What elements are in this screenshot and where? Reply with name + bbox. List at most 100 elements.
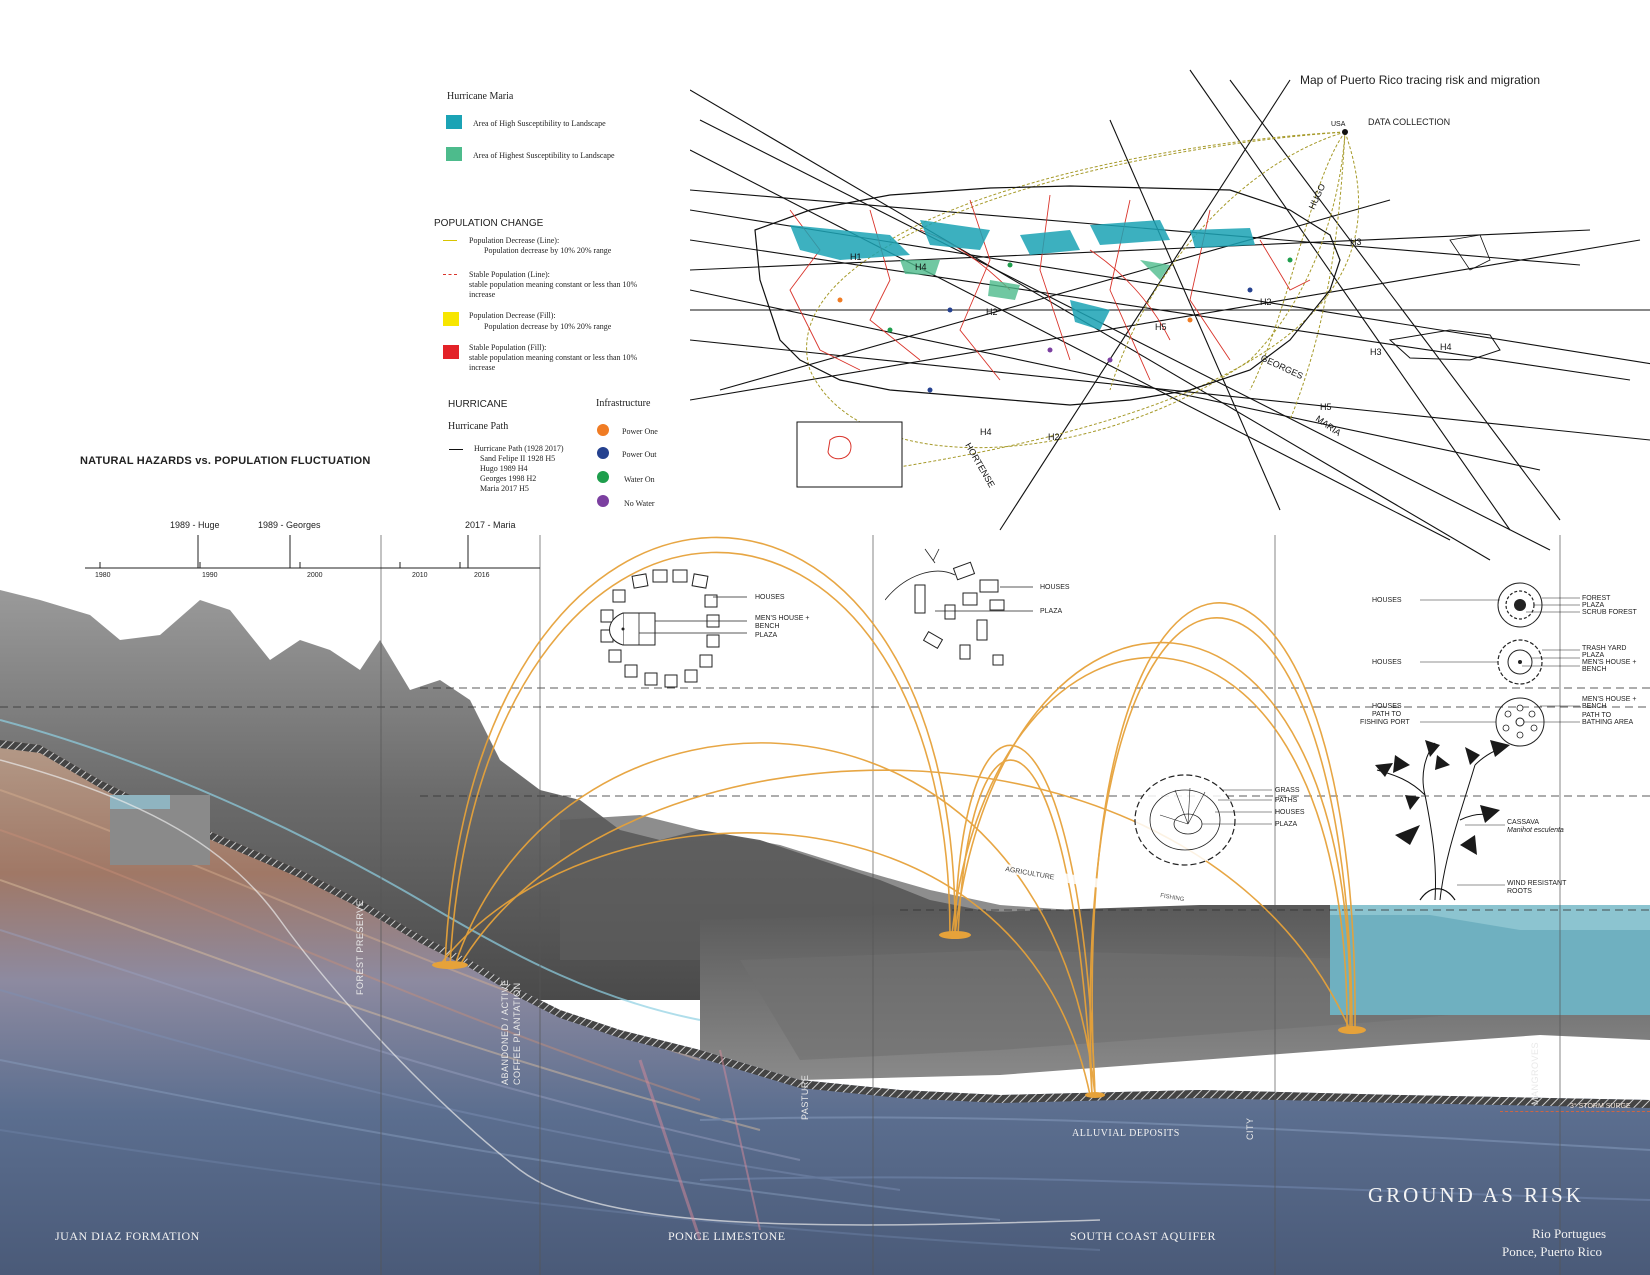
village3-left: PATH TO	[1372, 711, 1402, 718]
pop-line-red-icon	[443, 274, 457, 275]
village2-right: MEN'S HOUSE +	[1582, 659, 1636, 666]
village2-right: PLAZA	[1582, 652, 1605, 659]
storm-surge-line	[1500, 1111, 1650, 1112]
timeline-year: 1980	[95, 572, 111, 579]
timeline-event-maria: 2017 - Maria	[465, 520, 516, 530]
hurricane-label: H2	[1260, 297, 1272, 307]
village1-right: FOREST	[1582, 595, 1611, 602]
mangroves-label: MANGROVES	[1530, 1041, 1540, 1105]
pop-item-title: Population Decrease (Fill):	[469, 311, 556, 320]
coffee-label: COFFEE PLANTATION	[512, 982, 522, 1085]
d1-label: MEN'S HOUSE +	[755, 615, 809, 622]
cassava-label: WIND RESISTANT	[1507, 880, 1567, 887]
pop-fill-red-swatch	[443, 345, 459, 359]
village3-left: HOUSES	[1372, 703, 1402, 710]
village2-right: TRASH YARD	[1582, 645, 1626, 652]
hurricane-label: HORTENSE	[963, 441, 997, 489]
hurricane-label: H4	[1440, 342, 1452, 352]
village3-right: BATHING AREA	[1582, 719, 1634, 726]
population-change-heading: POPULATION CHANGE	[434, 218, 544, 229]
hurricane-label: H3	[1350, 237, 1362, 247]
infra-label: Water On	[624, 475, 655, 484]
hurricane-label: H4	[980, 427, 992, 437]
village3-right: PATH TO	[1582, 712, 1612, 719]
water-on-icon	[597, 471, 609, 483]
high-susceptibility-label: Area of High Susceptibility to Landscape	[473, 119, 606, 128]
timeline-year: 2010	[412, 572, 428, 579]
infra-label: No Water	[624, 499, 655, 508]
flow-arrows: AGRICULTURE FISHING	[980, 855, 1206, 905]
pop-item-desc: stable population meaning constant or le…	[469, 353, 638, 372]
timeline-event-georges: 1989 - Georges	[258, 520, 321, 530]
no-water-icon	[597, 495, 609, 507]
hurricane-path-line: Hugo 1989 H4	[480, 464, 528, 473]
hurricane-path-line-icon	[449, 449, 463, 450]
hurricane-path-line: Hurricane Path (1928 2017)	[474, 444, 564, 453]
forest-preserve-label: FOREST PRESERVE	[355, 899, 365, 995]
alluvial-label: ALLUVIAL DEPOSITS	[1072, 1128, 1180, 1139]
usa-label: USA	[1331, 121, 1346, 128]
village1-right: SCRUB FOREST	[1582, 609, 1638, 616]
timeline-year: 2000	[307, 572, 323, 579]
cassava-plant: CASSAVA Manihot esculenta WIND RESISTANT…	[1375, 740, 1567, 901]
pop-item-title: Stable Population (Line):	[469, 270, 550, 279]
cassava-label: ROOTS	[1507, 888, 1532, 895]
data-collection-heading: DATA COLLECTION	[1368, 117, 1451, 127]
timeline	[85, 535, 540, 569]
pop-item-desc: stable population meaning constant or le…	[469, 280, 638, 299]
juan-diaz-label: JUAN DIAZ FORMATION	[55, 1229, 200, 1243]
puerto-rico-map: H1 H4 H2 H5 H3 H2 H3 H4 H5 H4 H2 HUGO GE…	[690, 69, 1650, 561]
river-name: Rio Portugues	[1532, 1226, 1607, 1241]
high-susceptibility-swatch	[446, 115, 462, 129]
hurricane-label: H4	[915, 262, 927, 272]
village-types: HOUSES FOREST PLAZA SCRUB FOREST HOUSES …	[1360, 582, 1638, 747]
map-title: Map of Puerto Rico tracing risk and migr…	[1300, 73, 1541, 87]
village1-left: HOUSES	[1372, 597, 1402, 604]
coffee-label: ABANDONED / ACTIVE	[500, 979, 510, 1085]
hurricane-label: H2	[986, 307, 998, 317]
d2-label: HOUSES	[1040, 584, 1070, 591]
hurricane-heading: HURRICANE	[448, 399, 508, 410]
hurricane-path-line: Maria 2017 H5	[480, 484, 529, 493]
hurricane-label: MARIA	[1314, 413, 1343, 438]
d1-label: BENCH	[755, 623, 780, 630]
power-on-icon	[597, 424, 609, 436]
pop-item-title: Population Decrease (Line):	[469, 236, 560, 245]
timeline-year: 1990	[202, 572, 218, 579]
infra-label: Power Out	[622, 450, 657, 459]
cassava-label: CASSAVA	[1507, 819, 1539, 826]
place-name: Ponce, Puerto Rico	[1502, 1244, 1603, 1259]
hurricane-label: H3	[1370, 347, 1382, 357]
cassava-latin: Manihot esculenta	[1507, 827, 1564, 834]
ground-as-risk-title: GROUND AS RISK	[1368, 1183, 1584, 1207]
pop-item-desc: Population decrease by 10% 20% range	[484, 246, 612, 255]
pop-item-desc: Population decrease by 10% 20% range	[484, 322, 612, 331]
hurricane-label: GEORGES	[1259, 353, 1304, 381]
d1-label: HOUSES	[755, 594, 785, 601]
pop-item-title: Stable Population (Fill):	[469, 343, 547, 352]
village2-right: BENCH	[1582, 666, 1607, 673]
village1-right: PLAZA	[1582, 602, 1605, 609]
village3-right: MEN'S HOUSE +	[1582, 696, 1636, 703]
fishing-label: FISHING	[1160, 893, 1185, 903]
power-out-icon	[597, 447, 609, 459]
aquifer-label: SOUTH COAST AQUIFER	[1070, 1229, 1216, 1243]
infrastructure-heading: Infrastructure	[596, 398, 651, 409]
village3-left: FISHING PORT	[1360, 719, 1410, 726]
hurricane-label: H2	[1048, 432, 1060, 442]
village2-left: HOUSES	[1372, 659, 1402, 666]
settlement-diagram-scattered: HOUSES PLAZA	[885, 548, 1070, 666]
pop-fill-yellow-swatch	[443, 312, 459, 326]
hurricane-label: H5	[1320, 402, 1332, 412]
d3-label: PLAZA	[1275, 821, 1298, 828]
highest-susceptibility-swatch	[446, 147, 462, 161]
pop-line-yellow-icon	[443, 240, 457, 241]
d3-label: GRASS	[1275, 787, 1300, 794]
hurricane-path-line: Georges 1998 H2	[480, 474, 537, 483]
highest-susceptibility-label: Area of Highest Susceptibility to Landsc…	[473, 151, 615, 160]
hurricane-path-line: Sand Felipe II 1928 H5	[480, 454, 556, 463]
hurricane-path-heading: Hurricane Path	[448, 421, 509, 432]
